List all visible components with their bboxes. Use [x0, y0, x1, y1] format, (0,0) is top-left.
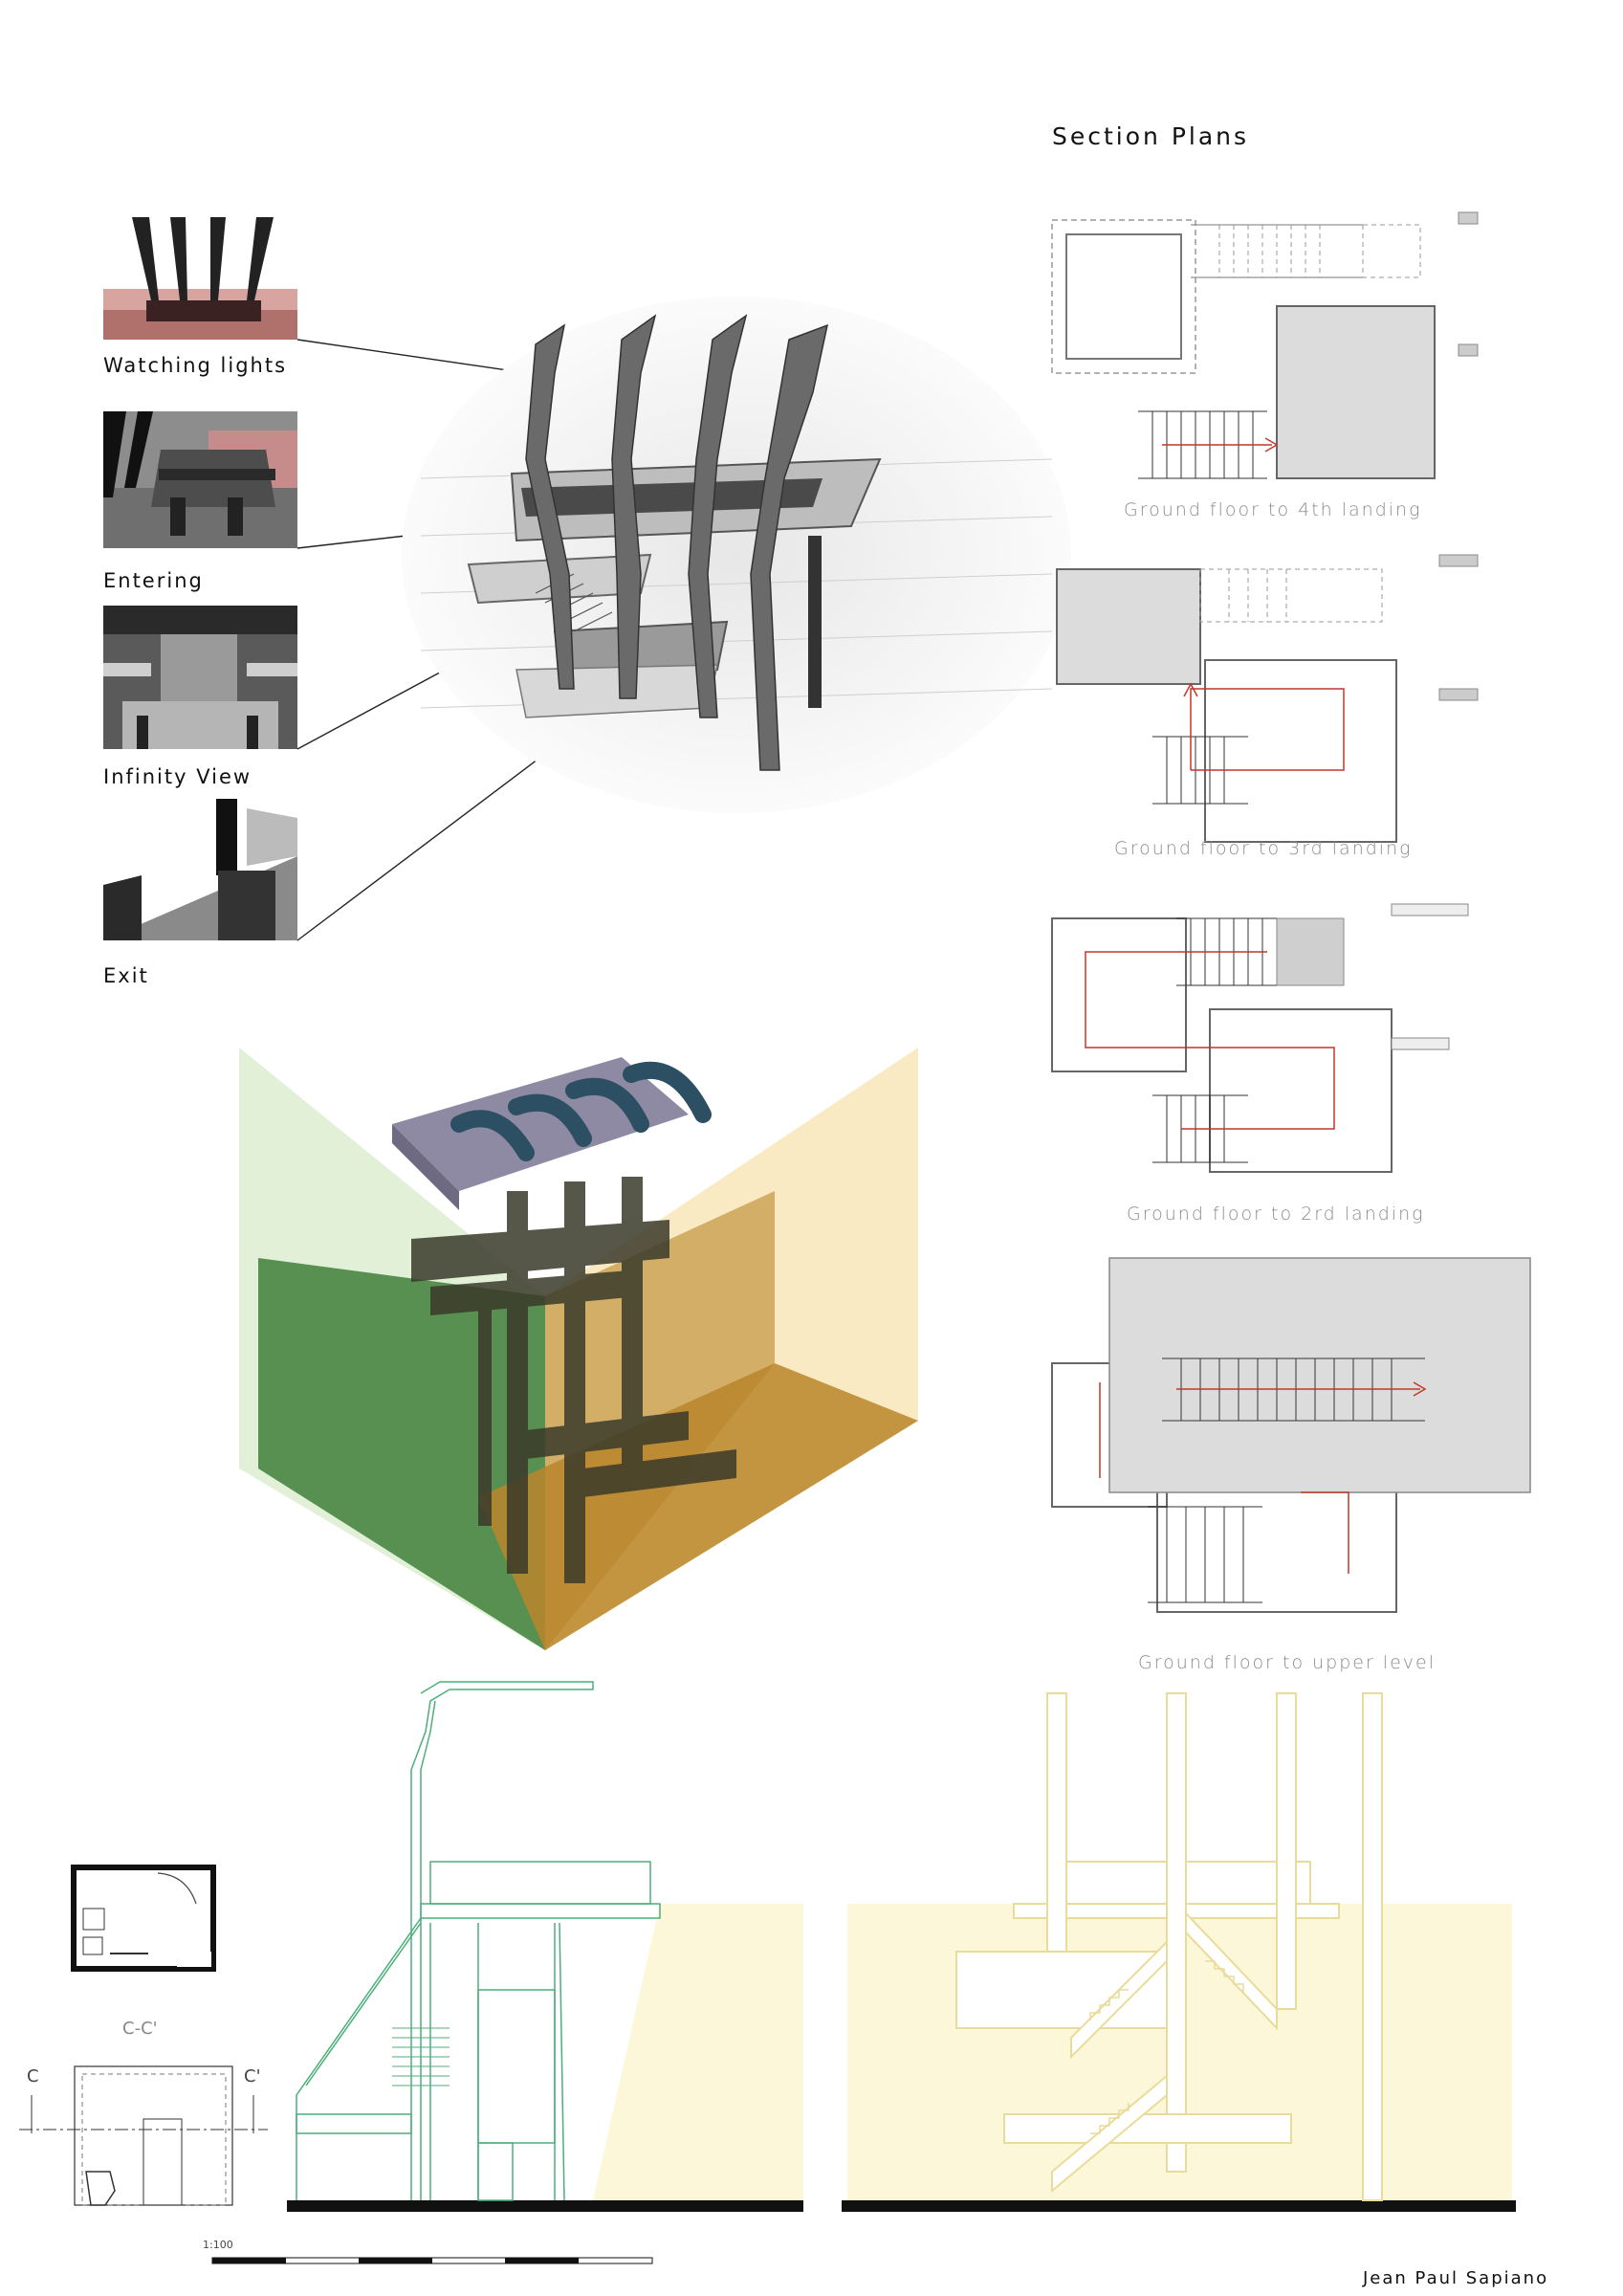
isometric-model	[239, 1048, 918, 1650]
plan-3rd-landing	[1056, 554, 1479, 843]
caption-plan-4th: Ground floor to 4th landing	[1124, 499, 1422, 520]
section-marker-right: C'	[244, 2066, 261, 2086]
section-marker-left: C	[27, 2066, 39, 2086]
render-infinity-view	[103, 606, 297, 749]
label-infinity-view: Infinity View	[103, 765, 252, 788]
scale-bar	[211, 2257, 653, 2264]
sketch-perspective	[402, 297, 1071, 813]
wc-section	[19, 2065, 268, 2206]
elevation-left	[287, 1681, 803, 2212]
render-exit	[103, 799, 297, 940]
scale-label: 1:100	[203, 2239, 233, 2251]
author-name: Jean Paul Sapiano	[1363, 2268, 1549, 2288]
thumb-entering	[103, 411, 297, 548]
caption-plan-3rd: Ground floor to 3rd landing	[1114, 838, 1413, 859]
plan-2rd-landing	[1051, 903, 1469, 1173]
elevation-right	[842, 1692, 1516, 2212]
thumb-exit	[103, 799, 297, 940]
plan-upper-level	[1051, 1257, 1531, 1613]
label-exit: Exit	[103, 964, 149, 987]
plan-4th-landing	[1051, 211, 1479, 479]
render-entering	[103, 411, 297, 548]
caption-plan-upper: Ground floor to upper level	[1138, 1652, 1436, 1673]
render-watching-lights	[103, 212, 297, 340]
section-plans-title: Section Plans	[1052, 122, 1250, 150]
label-entering: Entering	[103, 569, 204, 592]
thumb-infinity-view	[103, 606, 297, 749]
wc-plan	[71, 1865, 216, 1972]
label-watching-lights: Watching lights	[103, 354, 288, 377]
caption-plan-2rd: Ground floor to 2rd landing	[1127, 1203, 1425, 1225]
section-label: C-C'	[122, 2019, 158, 2039]
thumb-watching-lights	[103, 212, 297, 340]
